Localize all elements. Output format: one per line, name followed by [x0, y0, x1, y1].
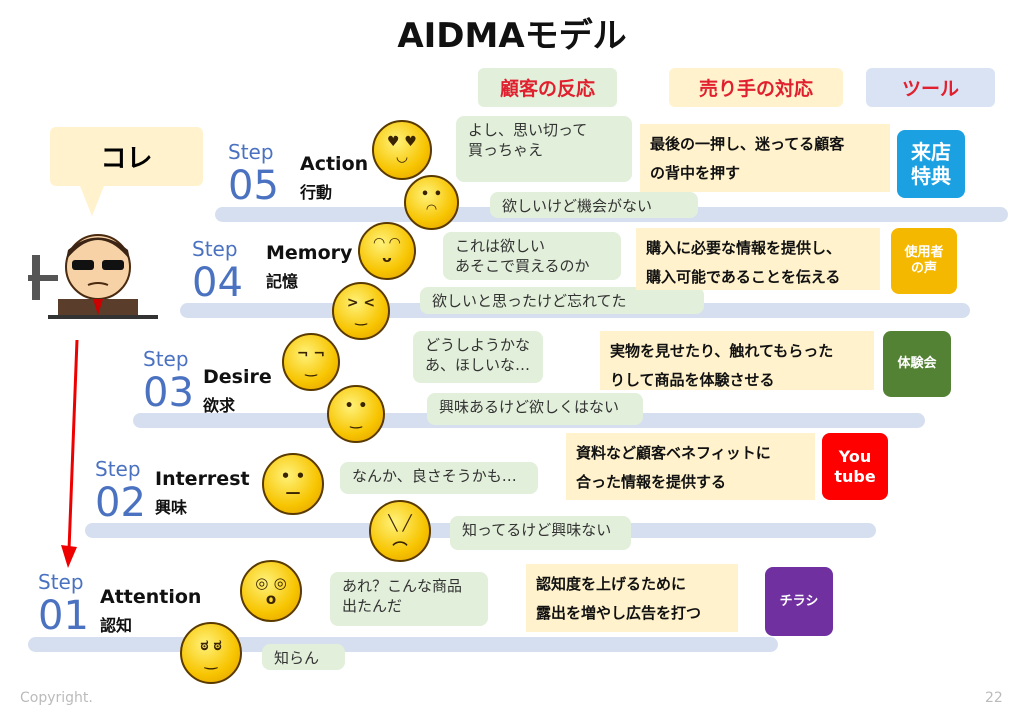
surprised-face-icon: ◎ ◎ o: [240, 560, 302, 622]
step-number: 03: [143, 370, 194, 416]
step-number: 05: [228, 163, 279, 209]
agent-character-icon: [28, 234, 158, 319]
header-seller-response: 売り手の対応: [669, 68, 843, 107]
copyright: Copyright.: [20, 690, 93, 706]
tool-badge: You tube: [822, 433, 888, 500]
positive-reaction-bubble: これは欲しい あそこで買えるのか: [443, 232, 621, 280]
heart-eyes-face-icon: ♥ ♥ ◡: [372, 120, 432, 180]
negative-reaction-bubble: 興味あるけど欲しくはない: [427, 393, 643, 425]
yum-face-icon: ◠ ◠ ᴗ: [358, 222, 416, 280]
seller-action-box: 最後の一押し、迷ってる顧客 の背中を押す: [640, 124, 890, 192]
step-label: Step: [228, 140, 274, 164]
header-tool: ツール: [866, 68, 995, 107]
positive-reaction-bubble: あれ？こんな商品 出たんだ: [330, 572, 488, 626]
stage-name-jp: 行動: [300, 183, 333, 202]
step-label: Step: [95, 457, 141, 481]
kore-speech-bubble: コレ: [50, 127, 203, 186]
stage-name-jp: 記憶: [266, 272, 299, 291]
negative-reaction-bubble: 知ってるけど興味ない: [450, 516, 631, 550]
negative-reaction-bubble: 知らん: [262, 644, 345, 670]
positive-reaction-bubble: よし、思い切って 買っちゃえ: [456, 116, 632, 182]
stage-name-en: Desire: [203, 366, 272, 388]
neutral-face-icon: • • —: [262, 453, 324, 515]
progression-arrow-icon: [61, 340, 79, 568]
negative-reaction-bubble: 欲しいけど機会がない: [490, 192, 698, 218]
step-number: 01: [38, 593, 89, 639]
step-label: Step: [143, 347, 189, 371]
speech-tail: [80, 186, 104, 216]
tool-badge: チラシ: [765, 567, 833, 636]
slide-title: AIDMAモデル: [397, 16, 627, 56]
smirk-face-icon: ¬ ¬ ‿: [282, 333, 340, 391]
step-number: 04: [192, 260, 243, 306]
stage-name-jp: 欲求: [203, 396, 236, 415]
negative-reaction-bubble: 欲しいと思ったけど忘れてた: [420, 287, 704, 314]
stage-name-en: Action: [300, 153, 369, 175]
seller-action-box: 購入に必要な情報を提供し、 購入可能であることを伝える: [636, 228, 880, 290]
seller-action-box: 実物を見せたり、触れてもらった りして商品を体験させる: [600, 331, 874, 390]
stage-name-en: Memory: [266, 242, 353, 264]
tool-badge: 体験会: [883, 331, 951, 397]
crying-face-icon: ಠ ಠ ‿: [180, 622, 242, 684]
header-customer-reaction: 顧客の反応: [478, 68, 617, 107]
seller-action-box: 資料など顧客ベネフィットに 合った情報を提供する: [566, 433, 815, 500]
stage-name-en: Attention: [100, 586, 202, 608]
stage-name-jp: 興味: [155, 498, 188, 517]
drooling-face-icon: • • ◠: [404, 175, 459, 230]
step-bar: [28, 637, 778, 652]
page-number: 22: [985, 690, 1003, 706]
positive-reaction-bubble: どうしようかな あ、ほしいな…: [413, 331, 543, 383]
tool-badge: 使用者 の声: [891, 228, 957, 294]
meh-smile-face-icon: • • ‿: [327, 385, 385, 443]
frown-face-icon: ╲ ╱ ︵: [369, 500, 431, 562]
stage-name-jp: 認知: [100, 616, 133, 635]
seller-action-box: 認知度を上げるために 露出を増やし広告を打つ: [526, 564, 738, 632]
step-label: Step: [192, 237, 238, 261]
step-number: 02: [95, 480, 146, 526]
positive-reaction-bubble: なんか、良さそうかも…: [340, 462, 538, 494]
squint-face-icon: > < ‿: [332, 282, 390, 340]
step-label: Step: [38, 570, 84, 594]
tool-badge: 来店 特典: [897, 130, 965, 198]
stage-name-en: Interrest: [155, 468, 250, 490]
